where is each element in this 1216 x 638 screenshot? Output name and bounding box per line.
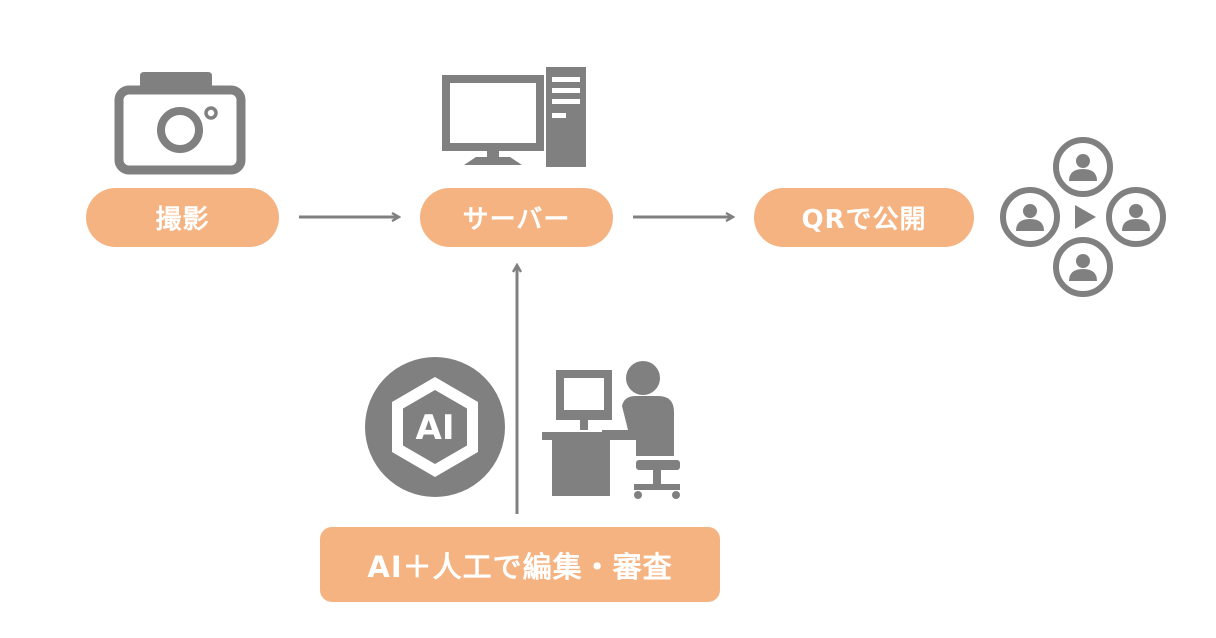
audience-share-icon bbox=[1000, 137, 1166, 297]
node-shoot: 撮影 bbox=[86, 188, 279, 247]
ai-chip-icon: AI bbox=[365, 357, 505, 497]
ai-badge-text: AI bbox=[416, 408, 455, 448]
node-publish-label: QRで公開 bbox=[801, 205, 927, 235]
server-computer-icon bbox=[442, 67, 586, 167]
node-publish: QRで公開 bbox=[754, 188, 974, 247]
node-server-label: サーバー bbox=[462, 205, 571, 235]
operator-at-desk-icon bbox=[542, 361, 680, 499]
node-edit-review: AI＋人工で編集・審査 bbox=[320, 527, 720, 602]
camera-icon bbox=[114, 72, 246, 175]
node-edit-review-label: AI＋人工で編集・審査 bbox=[367, 549, 673, 584]
node-server: サーバー bbox=[420, 188, 613, 247]
node-shoot-label: 撮影 bbox=[155, 205, 210, 235]
